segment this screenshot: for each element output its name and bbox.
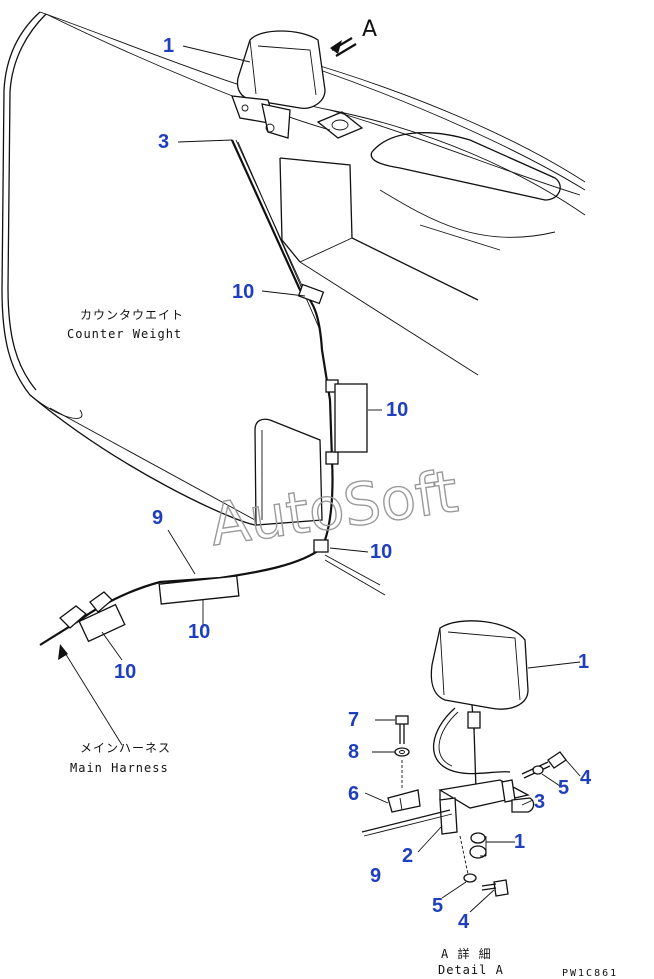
callout-2-bracket: 2 [402,845,413,867]
callout-10-e: 10 [114,661,136,683]
counterweight-label-en: Counter Weight [67,327,182,341]
callout-3-bracket: 3 [534,791,545,813]
work-lamp-top [231,30,326,139]
callout-numbers: 1 3 10 10 9 10 10 10 1 7 8 6 5 4 3 1 2 9… [114,35,592,933]
harness-routing [39,139,368,646]
text-labels: カウンタウエイト Counter Weight メインハーネス Main Har… [67,308,618,979]
detail-a-assembly [361,620,567,897]
callout-4-bolt-bottom: 4 [458,911,470,933]
callout-4-bolt-right: 4 [580,767,592,789]
callout-9-detail-harness: 9 [370,865,381,887]
callout-6-clip: 6 [348,783,359,805]
autosoft-watermark: AutoSoft [206,457,462,559]
callout-5-washer-right: 5 [558,777,569,799]
callout-3-clip: 3 [158,131,169,153]
main-harness-label-jp: メインハーネス [80,741,171,755]
detail-a-title-en: Detail A [438,963,504,977]
view-arrow-a: A [330,17,377,57]
callout-1-detail-lamp: 1 [578,651,589,673]
counterweight-label-jp: カウンタウエイト [80,308,184,322]
drawing-code: PW1C861 [562,968,618,979]
callout-10-d: 10 [188,621,210,643]
callout-10-c: 10 [370,541,392,563]
callout-10-a: 10 [232,281,254,303]
callout-7-bolt: 7 [348,709,359,731]
main-harness-label-en: Main Harness [70,761,169,775]
callout-1-nut: 1 [514,831,525,853]
view-letter: A [362,17,377,42]
callout-10-b: 10 [386,399,408,421]
callout-9-harness: 9 [152,507,163,529]
callout-1-lamp: 1 [163,35,174,57]
leader-lines [58,45,581,913]
counterweight-outline [1,11,586,596]
callout-5-washer-bottom: 5 [432,895,443,917]
detail-a-title-jp: A 詳 細 [441,946,492,961]
callout-8-washer: 8 [348,741,359,763]
